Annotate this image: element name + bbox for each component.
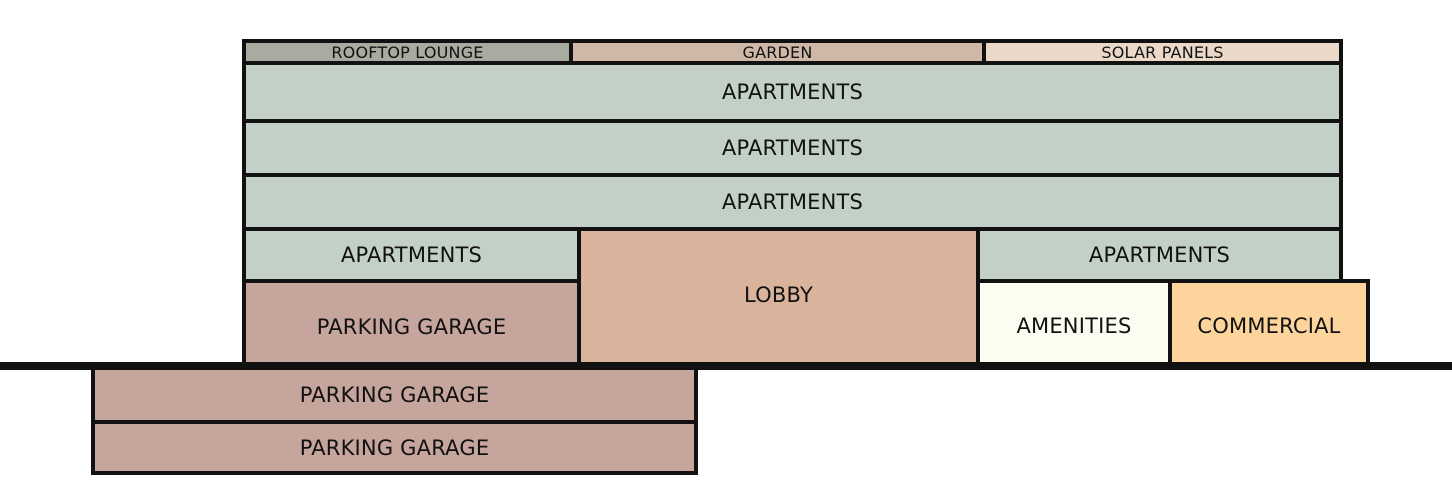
apartments-label: APARTMENTS xyxy=(1088,243,1231,267)
commercial-label: COMMERCIAL xyxy=(1197,314,1341,338)
solar-panels-label: SOLAR PANELS xyxy=(1101,43,1224,62)
garden-label: GARDEN xyxy=(742,43,813,62)
apartments-label: APARTMENTS xyxy=(721,136,864,160)
rooftop-lounge-label: ROOFTOP LOUNGE xyxy=(331,43,484,62)
apartments-floor-top: APARTMENTS xyxy=(242,61,1343,123)
lobby-block: LOBBY xyxy=(577,227,980,366)
ground-line xyxy=(0,362,1452,370)
apartments-floor-mid: APARTMENTS xyxy=(242,173,1343,231)
parking-garage-ground: PARKING GARAGE xyxy=(242,279,581,366)
amenities-block: AMENITIES xyxy=(976,279,1172,366)
solar-panels-block: SOLAR PANELS xyxy=(982,39,1343,65)
lobby-label: LOBBY xyxy=(744,283,813,307)
apartments-label: APARTMENTS xyxy=(721,190,864,214)
parking-garage-label: PARKING GARAGE xyxy=(316,315,507,339)
apartments-floor-upper: APARTMENTS xyxy=(242,119,1343,177)
apartments-floor-right: APARTMENTS xyxy=(976,227,1343,283)
parking-garage-label: PARKING GARAGE xyxy=(299,435,490,460)
parking-garage-basement-2: PARKING GARAGE xyxy=(91,420,698,475)
parking-garage-label: PARKING GARAGE xyxy=(299,383,490,407)
apartments-label: APARTMENTS xyxy=(721,80,864,104)
apartments-floor-left: APARTMENTS xyxy=(242,227,581,283)
commercial-block: COMMERCIAL xyxy=(1168,279,1370,366)
apartments-label: APARTMENTS xyxy=(340,243,483,267)
amenities-label: AMENITIES xyxy=(1016,314,1132,338)
parking-garage-basement-1: PARKING GARAGE xyxy=(91,366,698,424)
